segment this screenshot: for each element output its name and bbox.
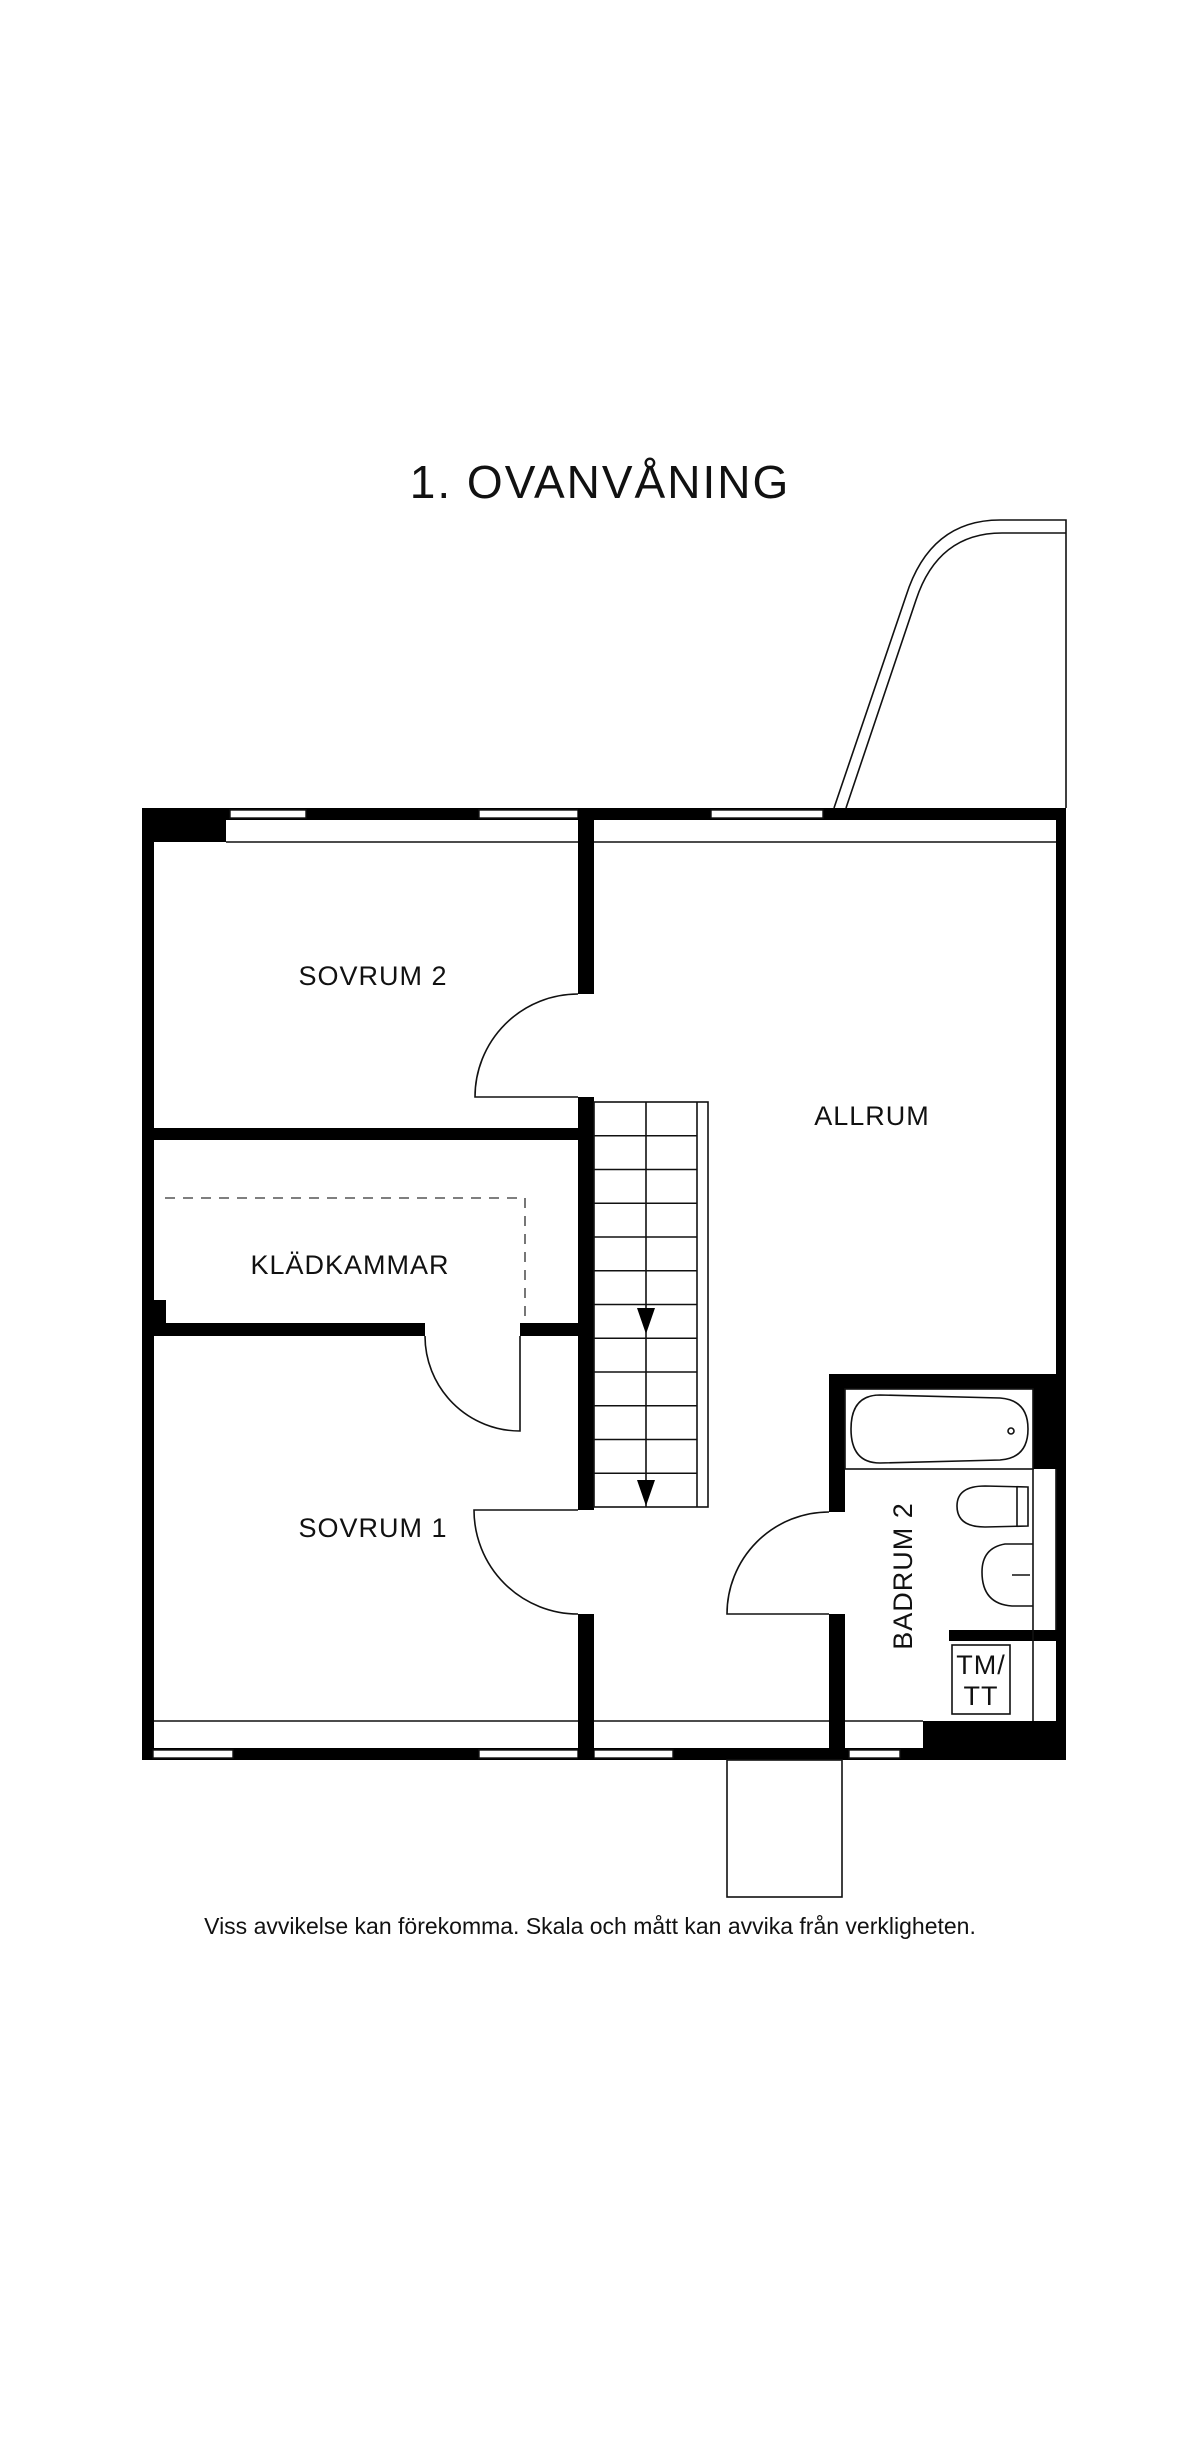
tm-tt-box <box>951 1644 1011 1715</box>
room-label-sovrum1: SOVRUM 1 <box>298 1513 447 1543</box>
bathroom-fixtures: TM/ TT <box>844 1388 1057 1721</box>
entrance-step <box>726 1759 843 1898</box>
doors <box>424 993 830 1615</box>
balcony <box>833 519 1067 809</box>
stair-arrow-icon <box>637 1308 655 1334</box>
floor-title: 1. OVANVÅNING <box>410 456 790 508</box>
room-label-allrum: ALLRUM <box>814 1101 930 1131</box>
interior-walls <box>142 808 1066 1760</box>
tm-tt-label-1: TM/ <box>956 1650 1006 1680</box>
outer-walls <box>142 808 1066 1760</box>
door-sovrum2 <box>474 993 579 1098</box>
disclaimer: Viss avvikelse kan förekomma. Skala och … <box>204 1913 976 1939</box>
room-label-kladkammar: KLÄDKAMMAR <box>250 1250 449 1280</box>
stair-arrow-icon <box>637 1480 655 1506</box>
windows <box>152 809 901 1759</box>
closet-outline <box>165 1197 526 1323</box>
room-label-sovrum2: SOVRUM 2 <box>298 961 447 991</box>
room-label-badrum2: BADRUM 2 <box>888 1502 918 1650</box>
tm-tt-label-2: TT <box>964 1681 999 1711</box>
door-badrum2 <box>726 1511 830 1615</box>
staircase <box>593 1101 709 1508</box>
door-kladkammar <box>424 1335 521 1432</box>
sink <box>981 1543 1033 1607</box>
bathtub <box>850 1394 1029 1464</box>
door-sovrum1 <box>473 1509 579 1615</box>
toilet <box>956 1485 1029 1528</box>
